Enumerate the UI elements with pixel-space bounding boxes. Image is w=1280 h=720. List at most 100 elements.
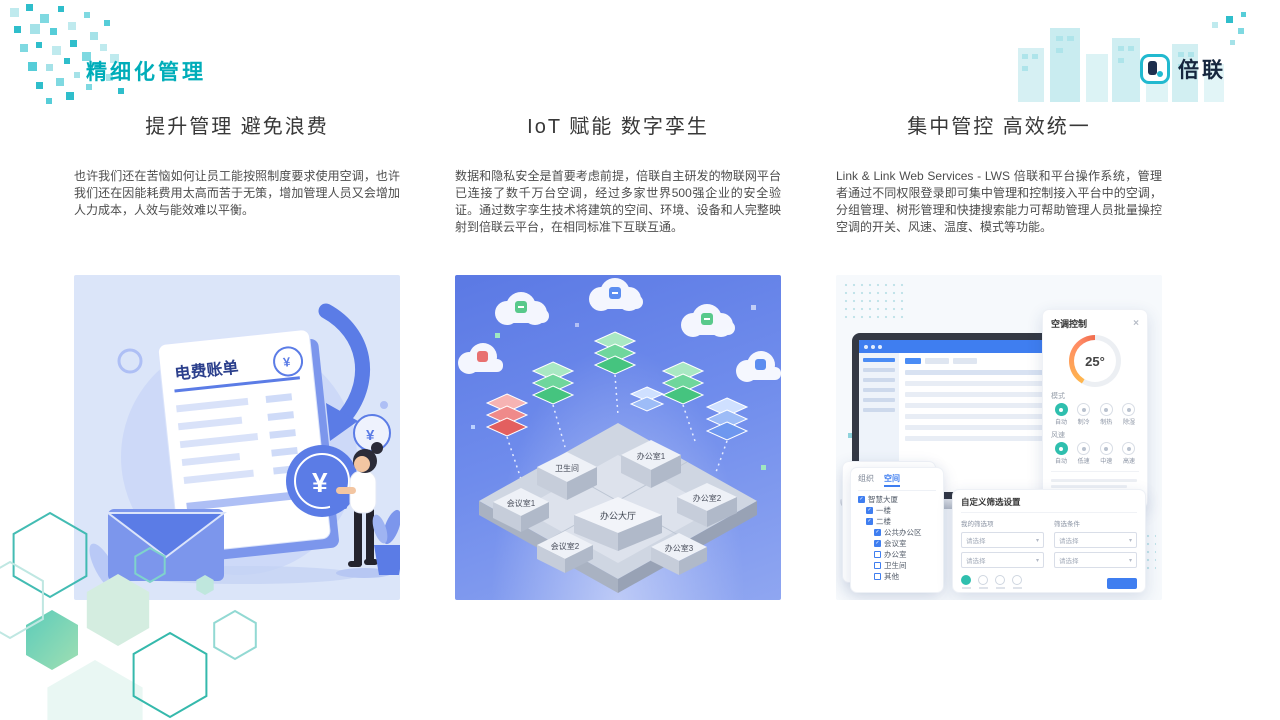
bill-illustration: 电费账单 ¥ [74,275,400,600]
mode-cool-icon [1077,403,1091,416]
tree-item: 其他 [858,571,936,582]
column-management: 提升管理 避免浪费 也许我们还在苦恼如何让员工能按照制度要求使用空调，也许我们还… [74,112,400,604]
bill-illustration-svg: 电费账单 ¥ [89,303,400,593]
iot-illustration: 卫生间 办公室1 会议室1 办公大厅 办公室2 会议室2 办公室 [455,275,781,600]
brand-logo: 倍联 [1140,54,1226,84]
temperature-value: 25° [1085,353,1105,369]
quick-icon [995,575,1005,585]
column-heading: 提升管理 避免浪费 [145,116,329,138]
column-body: 数据和隐私安全是首要考虑前提，倍联自主研发的物联网平台已连接了数千万台空调，经过… [455,169,781,234]
layer-stacks [485,331,749,441]
fan-mid-icon [1099,442,1113,455]
mode-dry-icon [1122,403,1136,416]
filter-panel-title: 自定义筛选设置 [961,496,1137,513]
checkbox-icon [874,562,881,569]
column-iot: IoT 赋能 数字孪生 数据和隐私安全是首要考虑前提，倍联自主研发的物联网平台已… [455,112,781,604]
quick-icon [1012,575,1022,585]
mode-options: 自动 制冷 制热 除湿 [1051,403,1139,426]
content-columns: 提升管理 避免浪费 也许我们还在苦恼如何让员工能按照制度要求使用空调，也许我们还… [74,112,1162,604]
fan-auto-icon [1054,442,1068,455]
dashboard-illustration: 空调控制 25° 模式 自动 制冷 制热 除湿 风速 自动 [836,275,1162,600]
tree-item: 智慧大厦 [858,494,936,505]
confirm-button [1107,578,1137,589]
filter-settings-panel: 自定义筛选设置 我的筛选项 请选择 请选择 筛选条件 请选择 请选择 [952,489,1146,593]
filter-select: 请选择 [1054,552,1137,568]
page-title: 精细化管理 [86,61,206,84]
logo-text: 倍联 [1178,59,1226,82]
connector-lines [506,374,728,480]
svg-text:办公室1: 办公室1 [637,451,666,461]
svg-text:卫生间: 卫生间 [555,463,579,473]
bill-document: 电费账单 ¥ [157,329,339,563]
filter-right-label: 筛选条件 [1054,521,1080,528]
org-tree-panel: 组织 空间 智慧大厦 一楼 二楼 公共办公区 会议室 办公室 卫生间 其他 [850,467,944,593]
logo-icon [1140,54,1170,84]
yen-badge: ¥ [282,354,292,370]
app-header-bar [859,340,1085,353]
dot-pattern [842,281,906,323]
checkbox-icon [866,507,873,514]
fan-label: 风速 [1051,432,1065,439]
logo-glyph [1148,61,1157,75]
column-body: Link & Link Web Services - LWS 倍联和平台操作系统… [836,169,1162,234]
room-cubes: 卫生间 办公室1 会议室1 办公大厅 办公室2 会议室2 办公室 [493,440,737,575]
quick-icon [978,575,988,585]
filter-select: 请选择 [961,532,1044,548]
svg-text:办公室2: 办公室2 [693,493,722,503]
tree-item: 公共办公区 [858,527,936,538]
ac-control-panel: 空调控制 25° 模式 自动 制冷 制热 除湿 风速 自动 [1042,309,1148,509]
checkbox-icon [874,551,881,558]
hexagon-decoration [0,511,257,720]
checkbox-icon [874,529,881,536]
tree-item: 二楼 [858,516,936,527]
close-icon [1133,318,1139,329]
filter-quick-icons [961,575,1137,589]
chevron-down-icon [1129,537,1132,544]
svg-text:¥: ¥ [312,467,328,498]
pixel-pattern-decoration [10,4,124,104]
iot-illustration-svg: 卫生间 办公室1 会议室1 办公大厅 办公室2 会议室2 办公室 [458,278,781,593]
filter-select: 请选择 [1054,532,1137,548]
ac-panel-title: 空调控制 [1051,319,1088,329]
tab-space: 空间 [884,473,900,487]
logo-dot [1157,71,1163,77]
cloud-glyphs [477,287,766,370]
pixel-accents [471,305,766,470]
svg-text:办公室3: 办公室3 [665,543,694,553]
svg-text:办公大厅: 办公大厅 [600,510,636,521]
tab-organization: 组织 [858,474,874,483]
cityscape-decoration [1018,12,1246,102]
mode-heat-icon [1099,403,1113,416]
tree-item: 卫生间 [858,560,936,571]
fan-options: 自动 低速 中速 高速 [1051,442,1139,465]
chevron-down-icon [1036,537,1039,544]
filter-left-label: 我的筛选项 [961,521,994,528]
tree-item: 办公室 [858,549,936,560]
envelope-icon [105,509,227,581]
column-heading: IoT 赋能 数字孪生 [527,116,709,138]
checkbox-icon [858,496,865,503]
column-heading: 集中管控 高效统一 [907,116,1091,138]
quick-icon [961,575,971,585]
temperature-gauge: 25° [1069,335,1121,387]
plant-decoration [372,509,400,575]
tree-item: 会议室 [858,538,936,549]
app-table [899,353,1085,492]
svg-text:会议室1: 会议室1 [507,498,536,508]
column-control: 集中管控 高效统一 Link & Link Web Services - LWS… [836,112,1162,604]
svg-text:¥: ¥ [366,427,375,444]
mode-label: 模式 [1051,393,1065,400]
checkbox-icon [874,540,881,547]
chevron-down-icon [1129,557,1132,564]
tree-item: 一楼 [858,505,936,516]
filter-select: 请选择 [961,552,1044,568]
checkbox-icon [866,518,873,525]
checkbox-icon [874,573,881,580]
svg-text:会议室2: 会议室2 [551,541,580,551]
mode-auto-icon [1054,403,1068,416]
arrow-decoration [318,303,371,441]
chevron-down-icon [1036,557,1039,564]
person-figure [330,442,392,578]
column-body: 也许我们还在苦恼如何让员工能按照制度要求使用空调，也许我们还在因能耗费用太高而苦… [74,169,400,217]
